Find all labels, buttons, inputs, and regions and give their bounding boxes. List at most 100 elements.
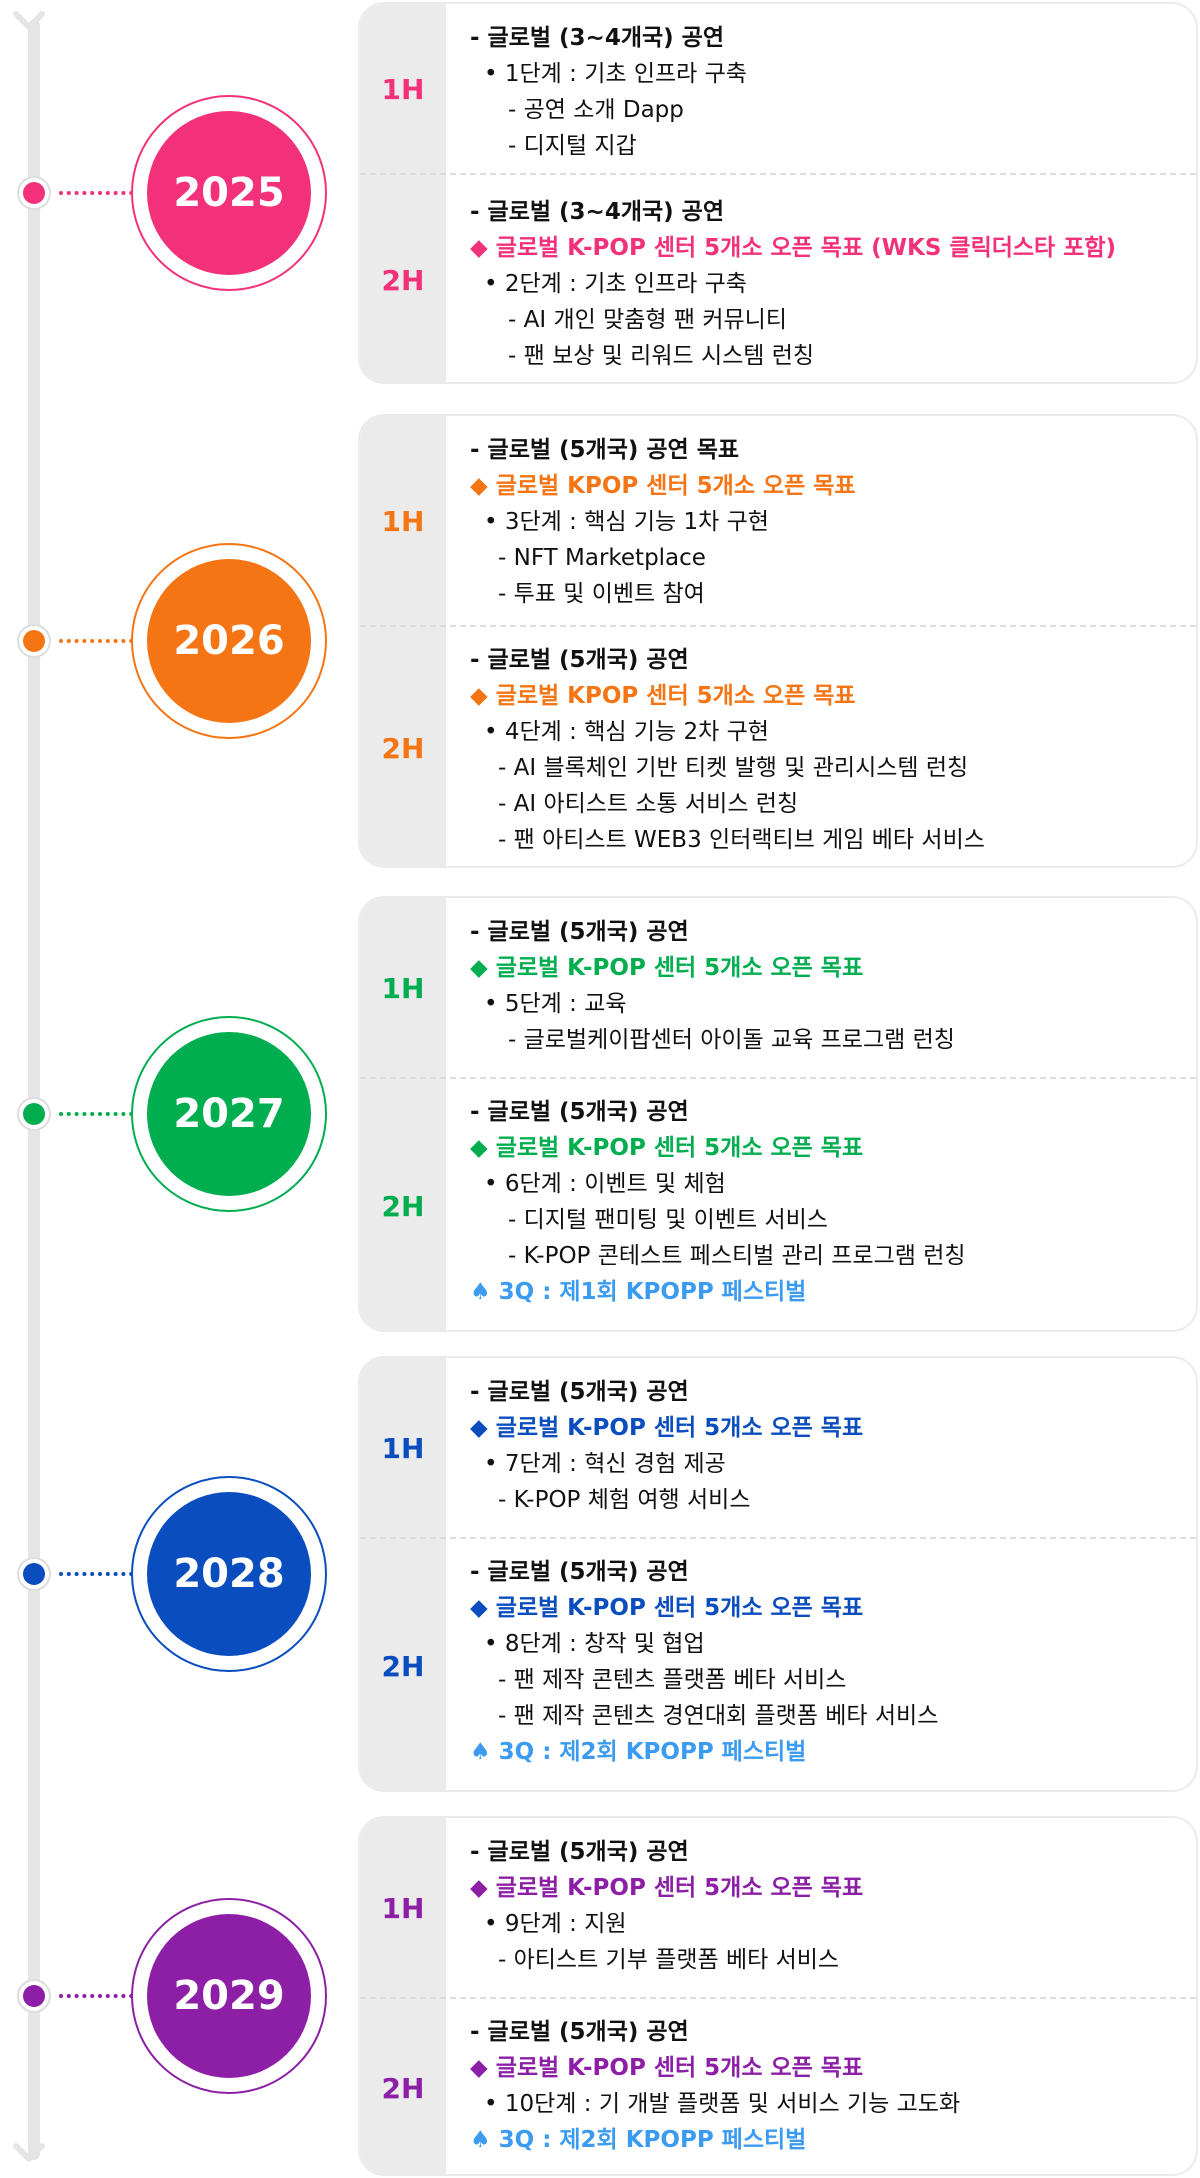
year-card: 1H - 글로벌 (5개국) 공연 ◆ 글로벌 K-POP 센터 5개소 오픈 목표… <box>358 1816 1198 2176</box>
center-target-line: ◆ 글로벌 K-POP 센터 5개소 오픈 목표 <box>470 1135 864 1161</box>
stage-line: • 4단계 : 핵심 기능 2차 구현 <box>484 719 769 745</box>
2h-content: - 글로벌 (5개국) 공연 ◆ 글로벌 K-POP 센터 5개소 오픈 목표 • … <box>470 1094 1186 1310</box>
2h-content: - 글로벌 (3~4개국) 공연◆ 글로벌 K-POP 센터 5개소 오픈 목표… <box>470 194 1186 374</box>
dotted-connector <box>58 639 142 643</box>
stage-item: - 글로벌케이팝센터 아이돌 교육 프로그램 런칭 <box>508 1027 955 1053</box>
dotted-connector <box>58 191 142 195</box>
timeline-node <box>17 1557 51 1591</box>
year-badge: 2028 <box>147 1492 311 1656</box>
center-target-line: ◆ 글로벌 KPOP 센터 5개소 오픈 목표 <box>470 473 856 499</box>
half-divider <box>360 1077 1196 1079</box>
stage-line: • 9단계 : 지원 <box>484 1911 627 1937</box>
chevron-down-icon <box>13 8 45 40</box>
timeline-node <box>17 176 51 210</box>
year-card: 1H - 글로벌 (5개국) 공연 ◆ 글로벌 K-POP 센터 5개소 오픈 목표… <box>358 896 1198 1332</box>
year-badge: 2027 <box>147 1032 311 1196</box>
year-card: 1H - 글로벌 (5개국) 공연 목표 ◆ 글로벌 KPOP 센터 5개소 오픈 … <box>358 414 1198 868</box>
year-badge: 2029 <box>147 1914 311 2078</box>
stage-item: - AI 개인 맞춤형 팬 커뮤니티 <box>508 307 787 333</box>
year-badge-ring: 2025 <box>131 95 327 291</box>
1h-content: - 글로벌 (5개국) 공연 목표 ◆ 글로벌 KPOP 센터 5개소 오픈 목표… <box>470 432 1186 612</box>
half-label-2h: 2H <box>360 174 446 382</box>
2h-content: - 글로벌 (5개국) 공연 ◆ 글로벌 K-POP 센터 5개소 오픈 목표 • … <box>470 1554 1186 1770</box>
year-card: 1H - 글로벌 (5개국) 공연 ◆ 글로벌 K-POP 센터 5개소 오픈 목표… <box>358 1356 1198 1792</box>
year-badge: 2025 <box>147 111 311 275</box>
performance-heading: - 글로벌 (5개국) 공연 목표 <box>470 437 740 463</box>
timeline-dot <box>23 1103 45 1125</box>
stage-item: - 팬 제작 콘텐츠 플랫폼 베타 서비스 <box>498 1667 847 1693</box>
stage-item: - K-POP 체험 여행 서비스 <box>498 1487 751 1513</box>
festival-line: ♠ 3Q : 제2회 KPOPP 페스티벌 <box>470 2127 807 2153</box>
stage-item: - 디지털 지갑 <box>508 133 637 159</box>
half-label-1h: 1H <box>360 416 446 626</box>
timeline-dot <box>23 630 45 652</box>
timeline-line <box>28 20 40 2160</box>
festival-line: ♠ 3Q : 제1회 KPOPP 페스티벌 <box>470 1279 807 1305</box>
performance-heading: - 글로벌 (5개국) 공연 <box>470 919 689 945</box>
timeline-dot <box>23 1563 45 1585</box>
half-label-2h: 2H <box>360 626 446 866</box>
performance-heading: - 글로벌 (5개국) 공연 <box>470 647 689 673</box>
stage-line: • 5단계 : 교육 <box>484 991 627 1017</box>
performance-heading: - 글로벌 (3~4개국) 공연 <box>470 25 724 51</box>
1h-content: - 글로벌 (3~4개국) 공연 • 1단계 : 기초 인프라 구축 - 공연 소개… <box>470 20 1186 164</box>
center-target-line: ◆ 글로벌 K-POP 센터 5개소 오픈 목표 <box>470 955 864 981</box>
half-label-2h: 2H <box>360 1078 446 1330</box>
stage-item: - 공연 소개 Dapp <box>508 97 684 123</box>
center-target-line: ◆ 글로벌 KPOP 센터 5개소 오픈 목표 <box>470 683 856 709</box>
half-divider <box>360 1997 1196 1999</box>
festival-line: ♠ 3Q : 제2회 KPOPP 페스티벌 <box>470 1739 807 1765</box>
performance-heading: - 글로벌 (3~4개국) 공연 <box>470 199 724 225</box>
half-divider <box>360 173 1196 175</box>
timeline-node <box>17 1979 51 2013</box>
performance-heading: - 글로벌 (5개국) 공연 <box>470 1099 689 1125</box>
half-divider <box>360 1537 1196 1539</box>
stage-item: - NFT Marketplace <box>498 545 706 571</box>
stage-line: • 2단계 : 기초 인프라 구축 <box>484 271 747 297</box>
center-target-line: ◆ 글로벌 K-POP 센터 5개소 오픈 목표 <box>470 1595 864 1621</box>
1h-content: - 글로벌 (5개국) 공연 ◆ 글로벌 K-POP 센터 5개소 오픈 목표 • … <box>470 914 1186 1058</box>
timeline-node <box>17 1097 51 1131</box>
year-card: 1H - 글로벌 (3~4개국) 공연 • 1단계 : 기초 인프라 구축 - 공연 … <box>358 2 1198 384</box>
stage-line: • 6단계 : 이벤트 및 체험 <box>484 1171 726 1197</box>
half-label-1h: 1H <box>360 1358 446 1538</box>
center-target-line: ◆ 글로벌 K-POP 센터 5개소 오픈 목표 <box>470 1415 864 1441</box>
stage-item: - 팬 보상 및 리워드 시스템 런칭 <box>508 343 815 369</box>
stage-line: • 8단계 : 창작 및 협업 <box>484 1631 705 1657</box>
stage-line: • 7단계 : 혁신 경험 제공 <box>484 1451 726 1477</box>
dotted-connector <box>58 1572 142 1576</box>
half-label-2h: 2H <box>360 1538 446 1790</box>
timeline-node <box>17 624 51 658</box>
year-badge-ring: 2029 <box>131 1898 327 2094</box>
year-badge: 2026 <box>147 559 311 723</box>
performance-heading: - 글로벌 (5개국) 공연 <box>470 1379 689 1405</box>
center-target-line: ◆ 글로벌 K-POP 센터 5개소 오픈 목표 <box>470 1875 864 1901</box>
stage-item: - 투표 및 이벤트 참여 <box>498 581 705 607</box>
dotted-connector <box>58 1994 142 1998</box>
half-label-2h: 2H <box>360 1998 446 2174</box>
stage-item: - 팬 아티스트 WEB3 인터랙티브 게임 베타 서비스 <box>498 827 985 853</box>
half-label-1h: 1H <box>360 1818 446 1998</box>
year-badge-ring: 2027 <box>131 1016 327 1212</box>
2h-content: - 글로벌 (5개국) 공연 ◆ 글로벌 K-POP 센터 5개소 오픈 목표 • … <box>470 2014 1186 2158</box>
stage-item: - K-POP 콘테스트 페스티벌 관리 프로그램 런칭 <box>508 1243 966 1269</box>
half-divider <box>360 625 1196 627</box>
stage-item: - 아티스트 기부 플랫폼 베타 서비스 <box>498 1947 840 1973</box>
center-target-line: ◆ 글로벌 K-POP 센터 5개소 오픈 목표 <box>470 2055 864 2081</box>
timeline-dot <box>23 1985 45 2007</box>
stage-line: • 1단계 : 기초 인프라 구축 <box>484 61 747 87</box>
stage-item: - 디지털 팬미팅 및 이벤트 서비스 <box>508 1207 828 1233</box>
stage-item: - 팬 제작 콘텐츠 경연대회 플랫폼 베타 서비스 <box>498 1703 939 1729</box>
timeline-dot <box>23 182 45 204</box>
dotted-connector <box>58 1112 142 1116</box>
stage-item: - AI 아티스트 소통 서비스 런칭 <box>498 791 799 817</box>
2h-content: - 글로벌 (5개국) 공연 ◆ 글로벌 KPOP 센터 5개소 오픈 목표 • 4… <box>470 642 1186 858</box>
performance-heading: - 글로벌 (5개국) 공연 <box>470 2019 689 2045</box>
1h-content: - 글로벌 (5개국) 공연 ◆ 글로벌 K-POP 센터 5개소 오픈 목표 • … <box>470 1834 1186 1978</box>
half-label-1h: 1H <box>360 4 446 174</box>
half-label-1h: 1H <box>360 898 446 1078</box>
year-badge-ring: 2028 <box>131 1476 327 1672</box>
performance-heading: - 글로벌 (5개국) 공연 <box>470 1559 689 1585</box>
stage-line: • 10단계 : 기 개발 플랫폼 및 서비스 기능 고도화 <box>484 2091 961 2117</box>
performance-heading: - 글로벌 (5개국) 공연 <box>470 1839 689 1865</box>
